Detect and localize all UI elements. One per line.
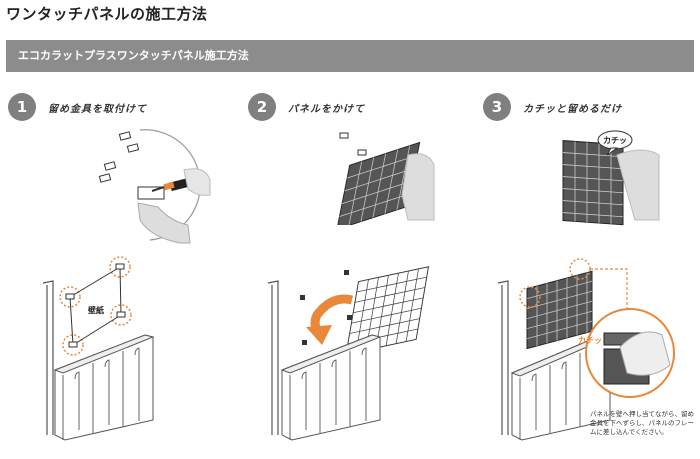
step-1-number: 1 bbox=[8, 93, 36, 121]
step-3-label: カチッと留めるだけ bbox=[523, 103, 622, 115]
step-2-header: 2 パネルをかけて bbox=[248, 93, 365, 121]
step-1-top-illustration bbox=[98, 129, 211, 244]
hand-icon bbox=[616, 149, 660, 221]
click-sound-bottom: カチッ bbox=[578, 336, 602, 345]
step-2-cabinet-scene bbox=[267, 266, 430, 441]
step-3-number: 3 bbox=[483, 93, 511, 121]
speech-bubble-icon: カチッ bbox=[597, 130, 633, 156]
click-sound-top: カチッ bbox=[603, 136, 627, 145]
step-1-cabinet-scene: 壁紙 bbox=[42, 256, 155, 441]
step-2-top-illustration bbox=[336, 132, 435, 225]
hand-icon bbox=[619, 331, 671, 376]
step-3-cabinet-scene: カチッ bbox=[497, 258, 675, 441]
section-banner: エコカラットプラスワンタッチパネル施工方法 bbox=[6, 40, 694, 72]
step-3-top-illustration: カチッ bbox=[562, 130, 660, 226]
step-1-label: 留め金具を取付けて bbox=[48, 103, 147, 115]
page-title: ワンタッチパネルの施工方法 bbox=[6, 5, 208, 23]
step-1-header: 1 留め金具を取付けて bbox=[8, 93, 147, 121]
step-2-label: パネルをかけて bbox=[288, 103, 365, 115]
wall-label: 壁紙 bbox=[88, 305, 104, 315]
arrow-curve-icon bbox=[306, 294, 354, 345]
step-3-header: 3 カチッと留めるだけ bbox=[483, 93, 622, 121]
step-2-number: 2 bbox=[248, 93, 276, 121]
hand-icon bbox=[401, 153, 435, 221]
instruction-note: パネルを壁へ押し当てながら、留め金具を下へずらし、パネルのフレームに差し込んでく… bbox=[590, 410, 694, 436]
hand-icon bbox=[137, 168, 211, 244]
